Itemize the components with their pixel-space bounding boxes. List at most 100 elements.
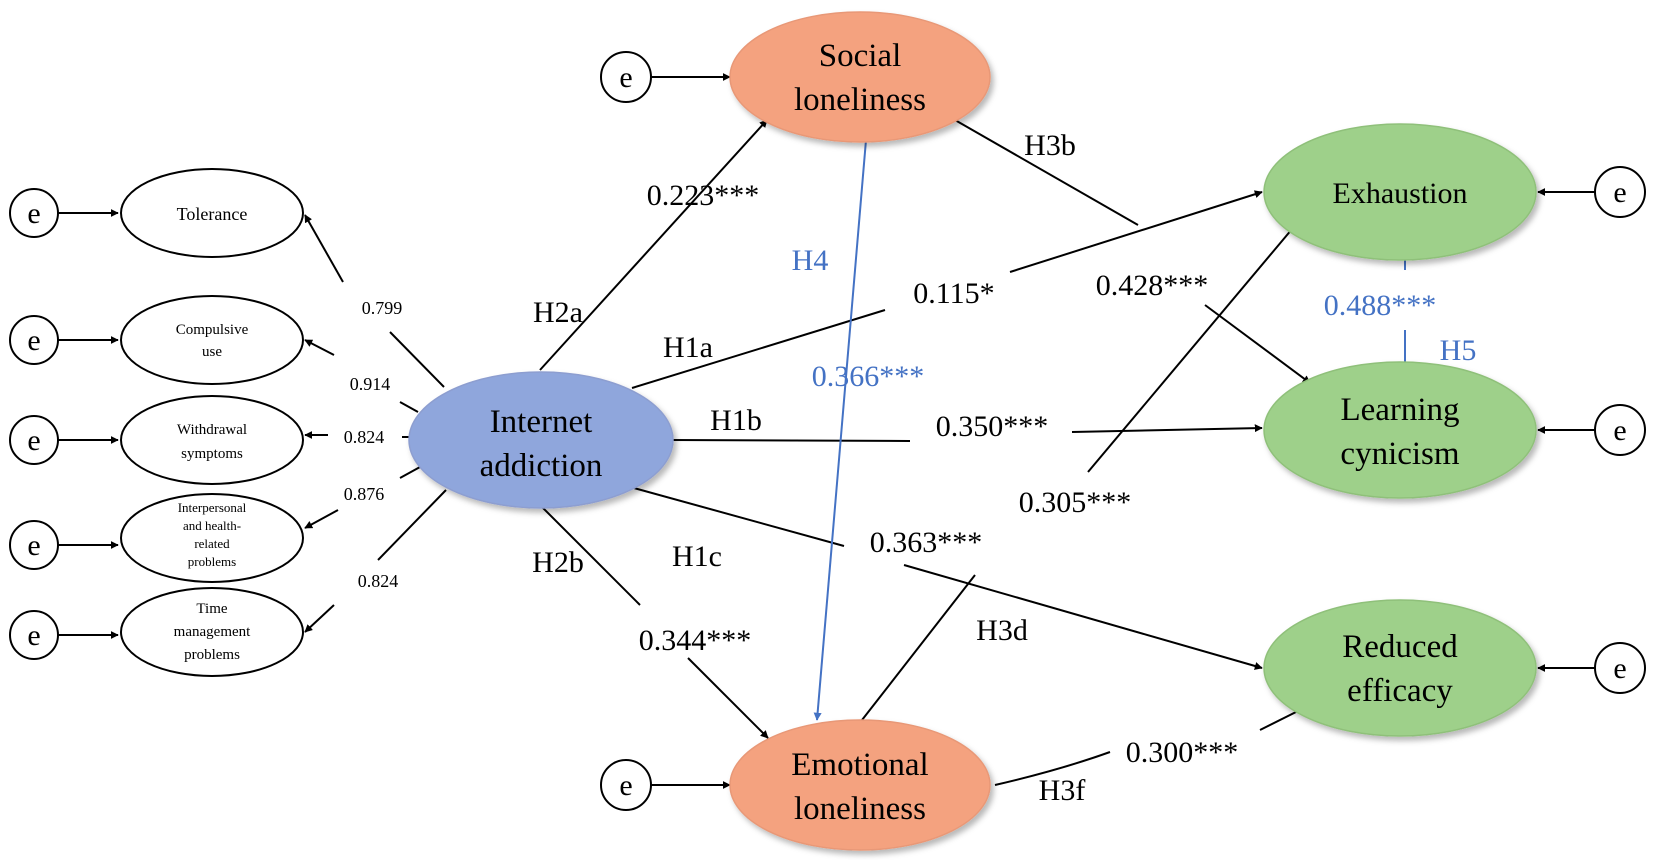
loading-line-interpersonal-2 — [399, 466, 421, 479]
node-learning-cynicism: Learning cynicism — [1263, 361, 1537, 499]
indicator-label: Tolerance — [177, 204, 248, 224]
hypothesis-label-h4: H4 — [792, 244, 829, 277]
error-label: e — [27, 529, 40, 562]
error-label: e — [27, 619, 40, 652]
coefficient-h1b: 0.350*** — [936, 410, 1049, 443]
indicator-label: related — [194, 536, 230, 551]
loading-lines — [304, 214, 447, 633]
path-h1b-line-2 — [1071, 424, 1263, 433]
constructs: Internet addiction Social loneliness Emo… — [408, 11, 1537, 851]
coefficient-h1c: 0.363*** — [870, 526, 983, 559]
path-h3b-line — [954, 119, 1139, 226]
error-term-tolerance: e — [9, 188, 119, 238]
error-label: e — [1613, 652, 1626, 685]
loading-line-time — [304, 604, 335, 633]
loading-line-tolerance — [304, 214, 344, 283]
indicator-tolerance: Tolerance — [120, 168, 304, 258]
node-label: loneliness — [794, 82, 926, 118]
loading-line-tolerance-2 — [389, 331, 445, 388]
indicator-label: use — [202, 344, 222, 360]
coefficient-h3b: 0.428*** — [1096, 269, 1209, 302]
error-label: e — [27, 197, 40, 230]
error-term-reduced-efficacy: e — [1537, 642, 1646, 694]
path-lines — [539, 119, 1409, 786]
hypothesis-label-h2a: H2a — [533, 296, 583, 329]
error-label: e — [619, 61, 632, 94]
node-label: Learning — [1340, 392, 1459, 428]
loading-line-compulsive-2 — [399, 401, 419, 413]
indicator-label: and health- — [183, 518, 241, 533]
coefficient-h1a: 0.115* — [913, 277, 994, 310]
node-label: addiction — [480, 448, 603, 484]
hypothesis-label-h1c: H1c — [672, 540, 722, 573]
coefficient-h3f: 0.300*** — [1126, 736, 1239, 769]
indicator-label: Compulsive — [176, 322, 249, 338]
hypothesis-label-h5: H5 — [1440, 334, 1477, 367]
path-h1b-line — [669, 439, 911, 442]
node-label: loneliness — [794, 791, 926, 827]
error-term-exhaustion: e — [1537, 166, 1646, 218]
path-h3d-line-2 — [1087, 209, 1309, 473]
loading-value-withdrawal: 0.824 — [344, 427, 385, 447]
error-label: e — [619, 769, 632, 802]
path-h3d-line — [861, 574, 976, 721]
indicator-label: Interpersonal — [178, 500, 247, 515]
coefficient-h2b: 0.344*** — [639, 624, 752, 657]
error-term-emotional-loneliness: e — [600, 759, 731, 811]
hypothesis-label-h2b: H2b — [532, 546, 584, 579]
loading-line-compulsive — [304, 339, 335, 356]
hypothesis-label-h1b: H1b — [710, 404, 762, 437]
indicator-label: symptoms — [181, 446, 243, 462]
error-label: e — [1613, 176, 1626, 209]
coefficient-h2a: 0.223*** — [647, 179, 760, 212]
indicator-time-management: Time management problems — [120, 587, 304, 677]
indicators: Tolerance Compulsive use Withdrawal symp… — [120, 168, 304, 677]
indicator-label: Withdrawal — [177, 422, 247, 438]
coefficient-h4: 0.366*** — [812, 360, 925, 393]
loading-value-time: 0.824 — [358, 571, 399, 591]
node-label: Social — [819, 38, 901, 74]
error-terms: e e e e e e e — [9, 51, 1646, 811]
node-exhaustion: Exhaustion — [1263, 123, 1537, 261]
path-h1a-line-2 — [1009, 190, 1263, 273]
path-h4-line — [813, 139, 867, 721]
error-term-interpersonal: e — [9, 520, 119, 570]
hypothesis-label-h3f: H3f — [1039, 774, 1086, 807]
coefficient-h3d: 0.305*** — [1019, 486, 1132, 519]
hypothesis-label-h3b: H3b — [1024, 129, 1076, 162]
path-h2b-line — [539, 504, 641, 606]
hypothesis-label-h3d: H3d — [976, 614, 1028, 647]
error-label: e — [27, 324, 40, 357]
node-label: Internet — [490, 404, 593, 440]
path-h2a-line — [539, 119, 768, 371]
path-h1c-line-2 — [903, 564, 1263, 670]
loading-value-interpersonal: 0.876 — [344, 484, 385, 504]
error-term-learning-cynicism: e — [1537, 404, 1646, 456]
path-h3f-line — [994, 751, 1111, 786]
error-label: e — [27, 424, 40, 457]
loading-value-tolerance: 0.799 — [362, 298, 403, 318]
path-h2b-line-2 — [687, 657, 769, 739]
indicator-label: Time — [196, 601, 227, 617]
path-h3b-line-2 — [1204, 304, 1311, 384]
node-internet-addiction: Internet addiction — [408, 371, 674, 509]
node-label: Exhaustion — [1333, 177, 1468, 210]
error-term-compulsive: e — [9, 315, 119, 365]
path-labels: H2a 0.223*** H1a 0.115* H1b 0.350*** H1c… — [532, 129, 1476, 807]
node-social-loneliness: Social loneliness — [729, 11, 991, 143]
node-label: efficacy — [1347, 673, 1453, 709]
coefficient-h5: 0.488*** — [1324, 289, 1437, 322]
node-emotional-loneliness: Emotional loneliness — [729, 719, 991, 851]
node-reduced-efficacy: Reduced efficacy — [1263, 599, 1537, 737]
error-term-withdrawal: e — [9, 415, 119, 465]
node-label: Emotional — [791, 747, 928, 783]
node-label: Reduced — [1342, 629, 1458, 665]
indicator-withdrawal-symptoms: Withdrawal symptoms — [120, 395, 304, 485]
path-h1c-line — [633, 487, 845, 547]
indicator-compulsive-use: Compulsive use — [120, 295, 304, 385]
loading-labels: 0.799 0.914 0.824 0.876 0.824 — [344, 298, 403, 591]
node-label: cynicism — [1340, 436, 1459, 472]
hypothesis-label-h1a: H1a — [663, 331, 713, 364]
error-label: e — [1613, 414, 1626, 447]
